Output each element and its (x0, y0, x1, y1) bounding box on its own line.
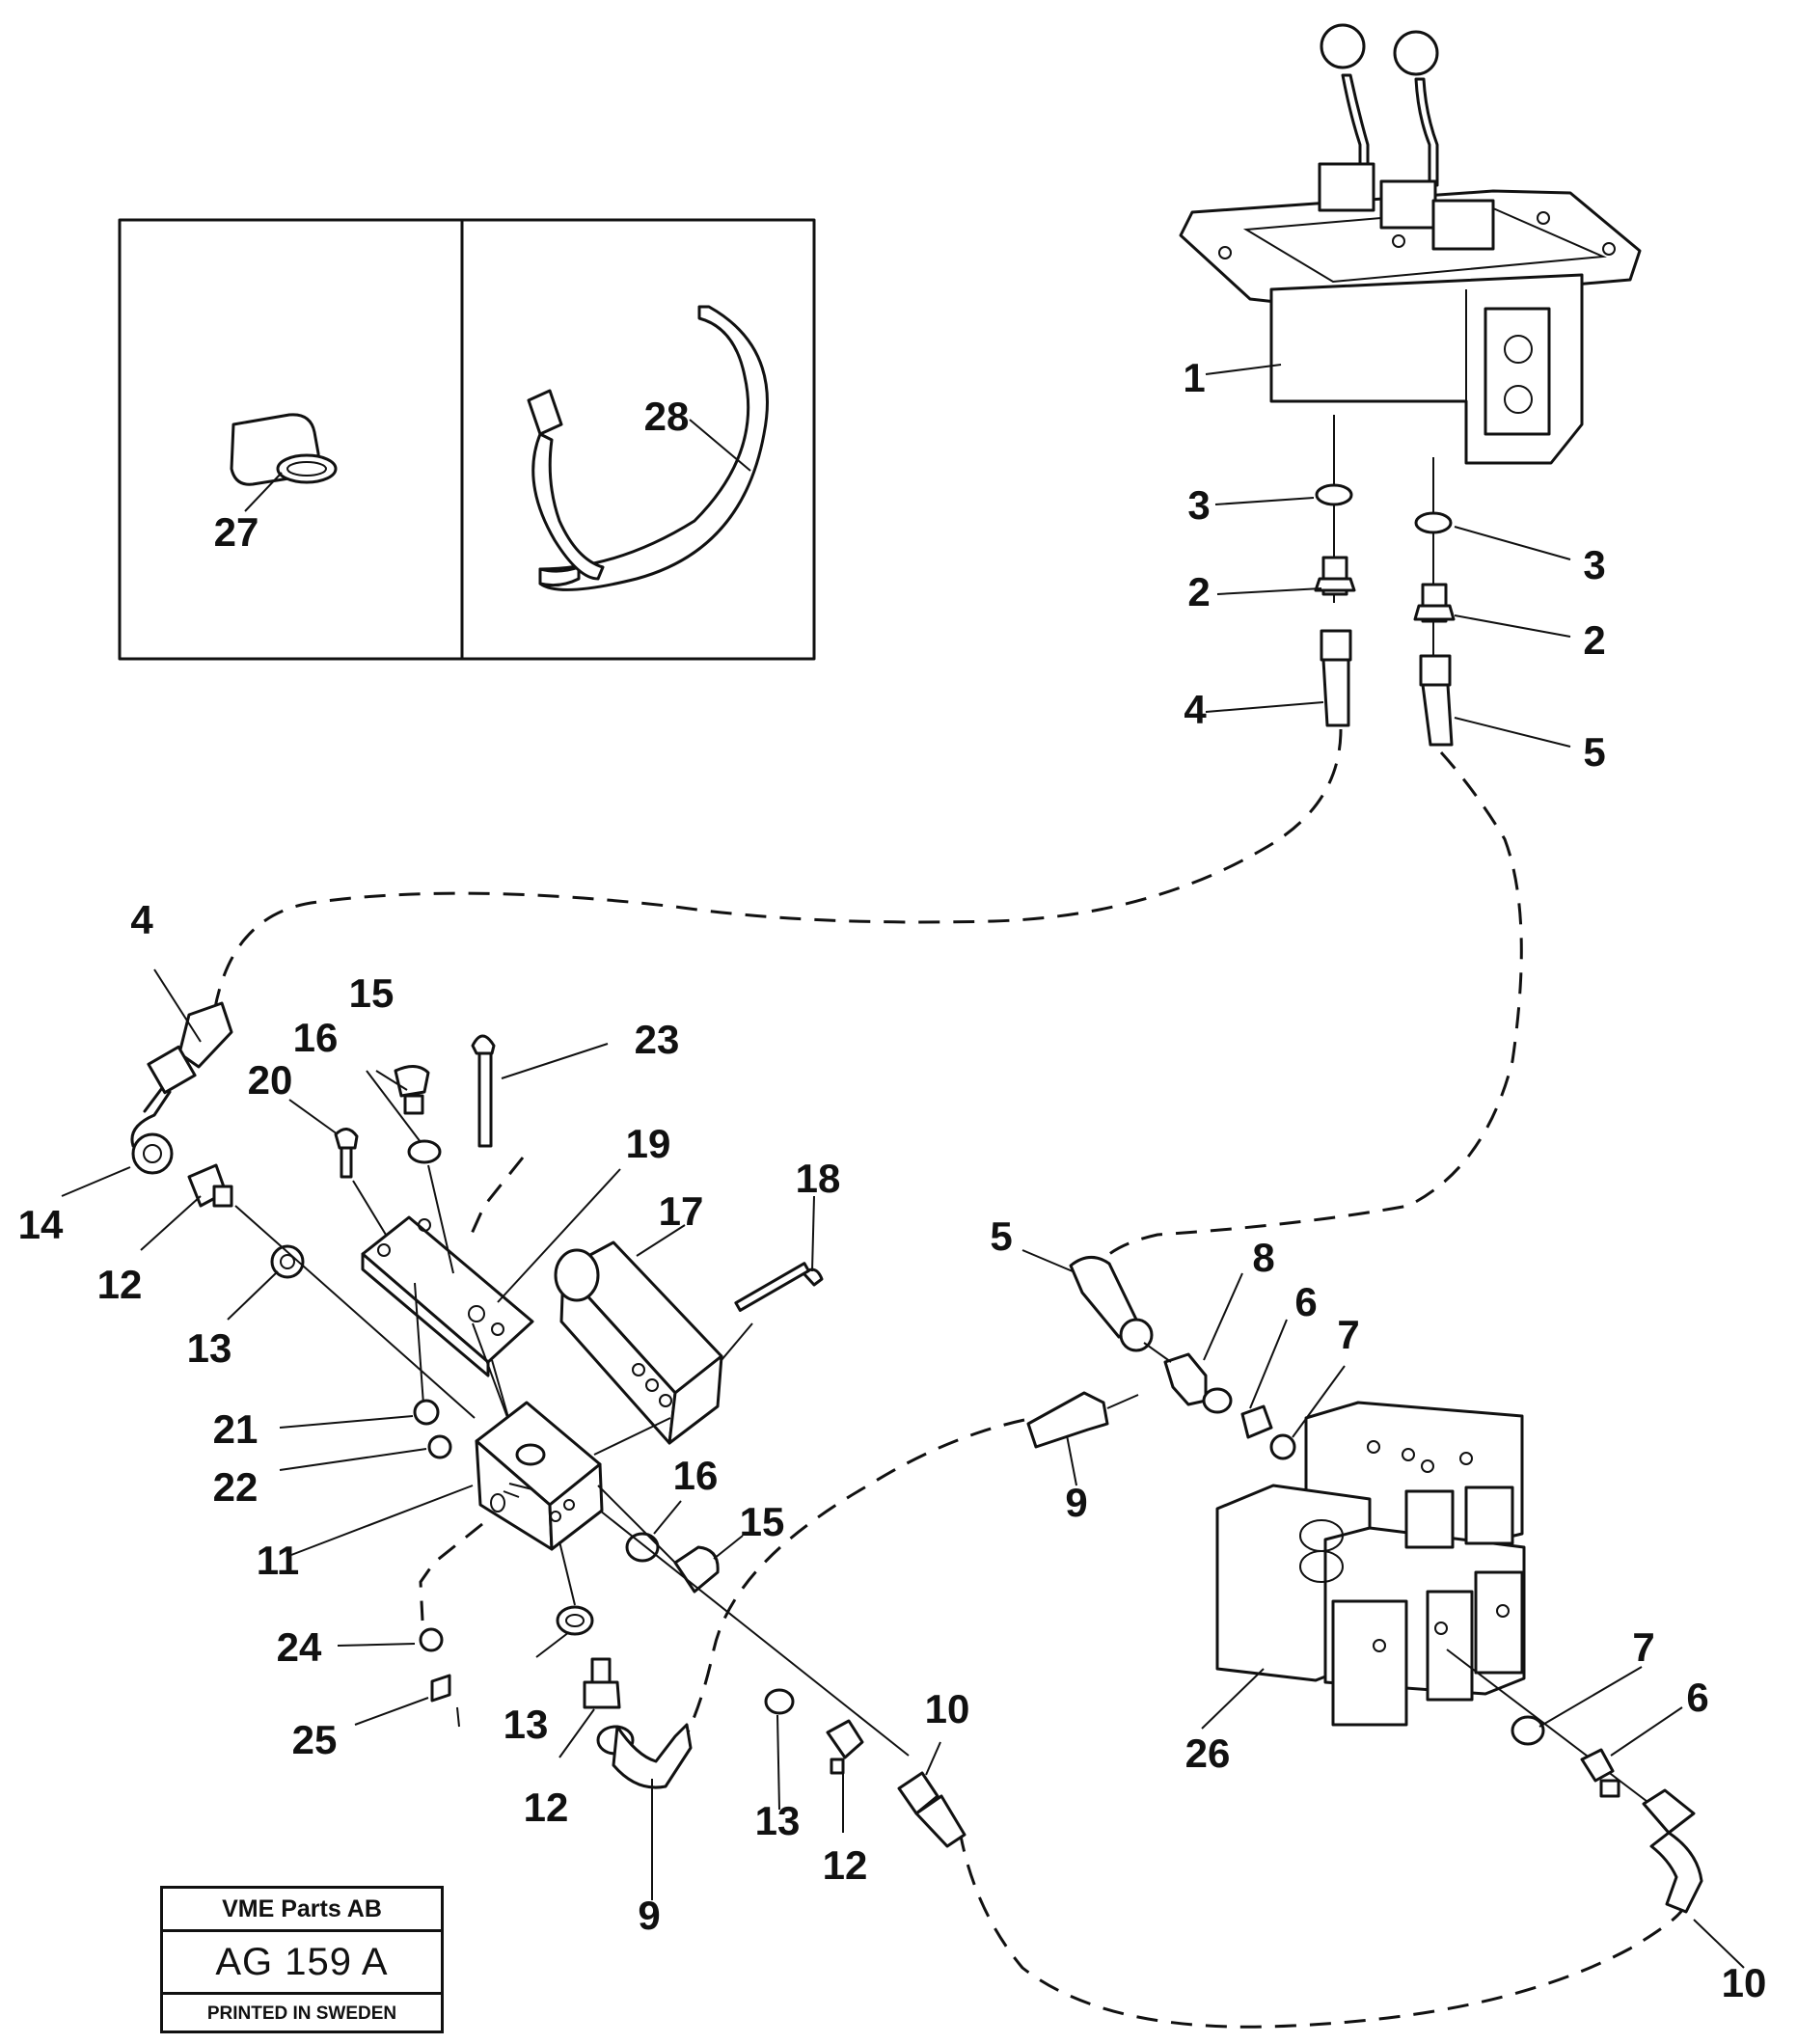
control-valve-1 (1179, 23, 1642, 465)
callout-4: 4 (1184, 687, 1207, 732)
hose-route-9 (673, 1418, 1025, 1757)
callout-6: 6 (1686, 1675, 1708, 1720)
plug-15b (673, 1545, 720, 1594)
callout-26: 26 (1185, 1731, 1231, 1776)
nut-22 (427, 1434, 452, 1459)
callout-3: 3 (1583, 542, 1605, 587)
callout-16: 16 (673, 1453, 719, 1498)
callout-8: 8 (1252, 1235, 1274, 1280)
callout-15: 15 (349, 970, 395, 1016)
inset-box (118, 218, 816, 661)
fittings-upper (1314, 415, 1456, 747)
callout-23: 23 (635, 1017, 680, 1062)
washer-21 (413, 1399, 440, 1426)
stamp-company: VME Parts AB (163, 1889, 441, 1932)
main-valve-26 (1215, 1401, 1526, 1727)
callout-24: 24 (277, 1624, 322, 1670)
callout-13: 13 (504, 1702, 549, 1747)
callout-labels: 1 2 2 3 3 4 4 5 5 6 6 7 7 8 9 9 10 10 11… (18, 355, 1767, 2005)
callout-22: 22 (213, 1464, 259, 1510)
callout-7: 7 (1337, 1312, 1359, 1357)
left-hose-assembly (130, 1001, 476, 1419)
callout-3: 3 (1187, 482, 1210, 528)
callout-19: 19 (626, 1121, 671, 1166)
callout-12: 12 (524, 1785, 569, 1830)
callout-12: 12 (97, 1262, 143, 1307)
washer-16b (625, 1532, 660, 1563)
lower-fittings (556, 1540, 693, 1891)
callout-13: 13 (755, 1798, 801, 1843)
title-stamp: VME Parts AB AG 159 A PRINTED IN SWEDEN (160, 1886, 444, 2033)
solenoid-17 (554, 1240, 824, 1445)
stamp-printed: PRINTED IN SWEDEN (206, 2003, 397, 2024)
callout-18: 18 (796, 1156, 841, 1201)
callout-2: 2 (1187, 569, 1210, 614)
callout-6: 6 (1294, 1279, 1317, 1324)
hose-route-5 (1098, 750, 1523, 1265)
nut-24 (419, 1627, 444, 1652)
callout-27: 27 (214, 509, 259, 555)
lower-right-fittings (1446, 1649, 1703, 1914)
callout-17: 17 (659, 1188, 704, 1234)
bracket-assembly (334, 1034, 534, 1429)
callout-20: 20 (248, 1057, 293, 1103)
hose-route-4 (212, 728, 1343, 1014)
lower-middle-fittings (599, 1510, 967, 1848)
sleeve-27 (230, 413, 338, 486)
cable-tie-28 (527, 305, 769, 591)
nut-25 (430, 1674, 451, 1703)
callout-5: 5 (990, 1213, 1012, 1259)
callout-25: 25 (292, 1717, 338, 1762)
right-fittings (1026, 1256, 1296, 1460)
callout-12: 12 (823, 1842, 868, 1888)
callout-21: 21 (213, 1406, 259, 1452)
callout-1: 1 (1183, 355, 1205, 400)
callout-2: 2 (1583, 617, 1605, 663)
callout-4: 4 (130, 897, 153, 942)
callout-13: 13 (187, 1325, 232, 1371)
callout-16: 16 (293, 1015, 339, 1060)
callout-9: 9 (1065, 1480, 1087, 1525)
callout-10: 10 (1722, 1960, 1767, 2005)
callout-5: 5 (1583, 729, 1605, 775)
callout-28: 28 (644, 394, 690, 439)
valve-block-11 (475, 1401, 604, 1551)
callout-10: 10 (925, 1686, 970, 1731)
stamp-code: AG 159 A (163, 1932, 441, 1995)
callout-15: 15 (740, 1499, 785, 1544)
callout-7: 7 (1632, 1624, 1654, 1670)
callout-14: 14 (18, 1202, 64, 1247)
hose-route-10 (958, 1830, 1685, 2029)
callout-9: 9 (638, 1893, 660, 1938)
callout-11: 11 (257, 1538, 299, 1583)
